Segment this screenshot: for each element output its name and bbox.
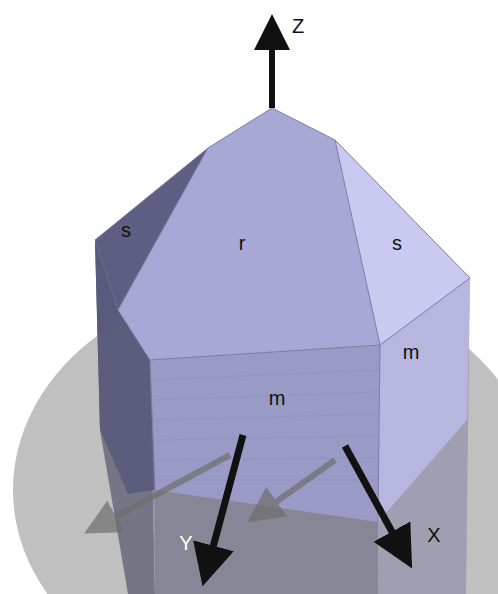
face-texture [152, 370, 379, 480]
z-axis [269, 32, 275, 108]
axis-label: X [427, 525, 440, 545]
prism-face [150, 345, 380, 594]
face-label: r [239, 233, 246, 253]
crystal-edges [95, 108, 470, 522]
y-axis [208, 435, 243, 566]
face-label: s [121, 220, 131, 240]
axis-shadow [100, 455, 230, 525]
face-label: m [269, 388, 286, 408]
x-axis [345, 446, 402, 550]
s-face [335, 140, 470, 345]
axis-label: Y [179, 533, 192, 553]
face-label: s [392, 233, 402, 253]
prism-face [150, 345, 380, 522]
face-label: m [403, 342, 420, 362]
axis-label: Z [292, 16, 304, 36]
axis-shadow [262, 460, 335, 512]
